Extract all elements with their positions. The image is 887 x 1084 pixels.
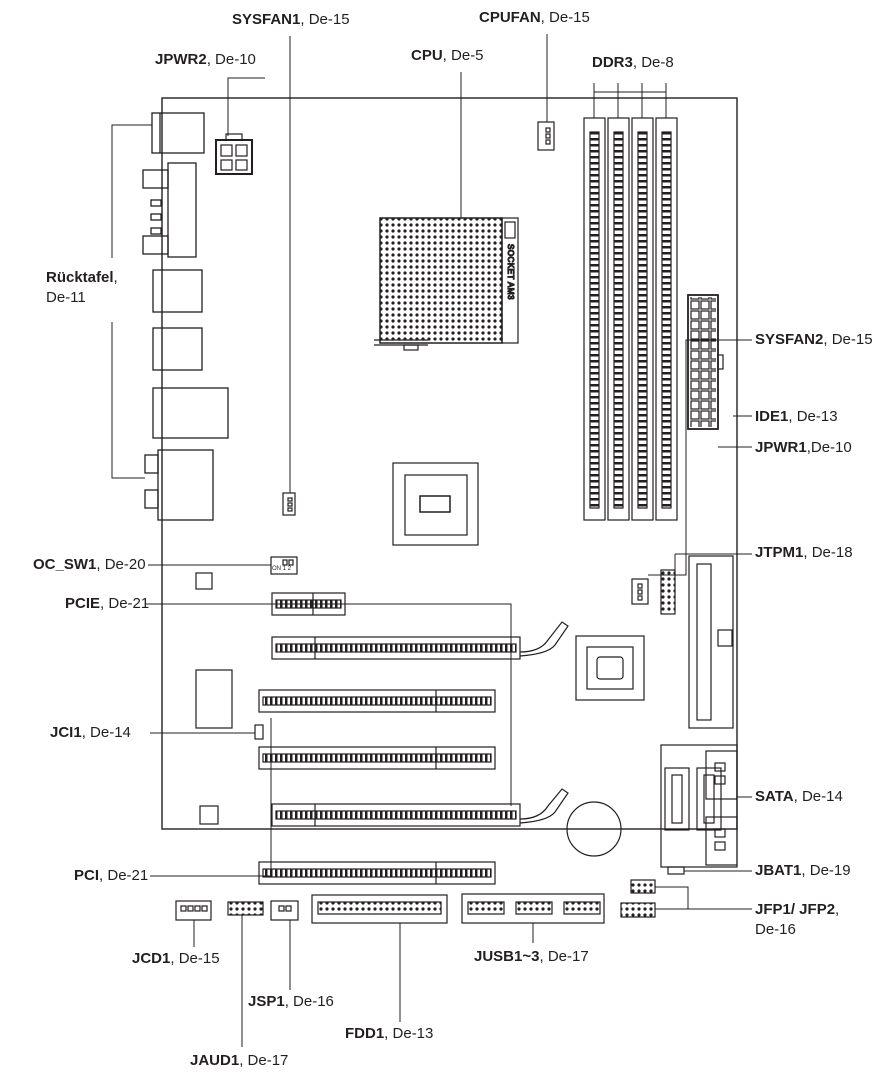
label-pcie: PCIE, De-21 — [65, 595, 150, 612]
label-jbat1: JBAT1, De-19 — [755, 862, 851, 879]
jusb-headers — [461, 893, 605, 924]
label-ruecktafel: Rücktafel,De-11 — [46, 269, 118, 306]
label-jusb: JUSB1~3, De-17 — [474, 948, 589, 965]
jci1-header — [254, 724, 264, 740]
label-jci1: JCI1, De-14 — [50, 724, 131, 741]
label-jaud1: JAUD1, De-17 — [190, 1052, 289, 1069]
label-cpufan: CPUFAN, De-15 — [479, 9, 590, 26]
label-sysfan1: SYSFAN1, De-15 — [232, 11, 350, 28]
label-ide1: IDE1, De-13 — [755, 408, 838, 425]
label-cpu: CPU, De-5 — [411, 47, 484, 64]
pcie-x16-slot-1 — [271, 621, 569, 660]
label-jsp1: JSP1, De-16 — [248, 993, 334, 1010]
leader-lines — [111, 34, 752, 1047]
label-jfp: JFP1/ JFP2,De-16 — [755, 901, 840, 938]
label-oc-sw1: OC_SW1, De-20 — [33, 556, 146, 573]
jfp2-header — [630, 879, 656, 894]
jsp1-header — [270, 900, 299, 921]
rear-panel — [142, 112, 229, 521]
sata-ports — [660, 744, 738, 868]
label-jpwr2: JPWR2, De-10 — [155, 51, 256, 68]
label-sysfan2: SYSFAN2, De-15 — [755, 331, 873, 348]
label-pci: PCI, De-21 — [74, 867, 149, 884]
ddr3-slots — [583, 117, 678, 521]
label-jcd1: JCD1, De-15 — [132, 950, 220, 967]
sysfan1-header — [282, 492, 296, 516]
label-jtpm1: JTPM1, De-18 — [755, 544, 853, 561]
pcie-x16-slot-2 — [271, 788, 569, 827]
jfp1-header — [620, 902, 656, 918]
board-outline — [161, 97, 738, 830]
jpwr1-connector — [687, 294, 724, 430]
jpwr2-connector — [215, 133, 253, 175]
jtpm1-header — [660, 569, 676, 615]
battery — [566, 801, 622, 857]
label-ddr3: DDR3, De-8 — [592, 54, 674, 71]
label-fdd1: FDD1, De-13 — [345, 1025, 434, 1042]
oc-switch-marks: ON 1 2 — [272, 566, 292, 572]
sysfan2-header — [631, 578, 649, 605]
ide1-connector — [688, 555, 734, 729]
jbat1-header — [667, 866, 685, 875]
socket-label: SOCKET AM3 — [506, 244, 515, 300]
southbridge-chip — [575, 635, 645, 701]
cpufan-header — [537, 121, 555, 151]
northbridge-chip — [392, 462, 479, 546]
pci-slots — [258, 689, 496, 885]
cpu-socket — [374, 217, 519, 351]
label-sata: SATA, De-14 — [755, 788, 843, 805]
jaud1-header — [227, 901, 264, 916]
fdd1-connector — [311, 894, 448, 924]
label-jpwr1: JPWR1,De-10 — [755, 439, 852, 456]
